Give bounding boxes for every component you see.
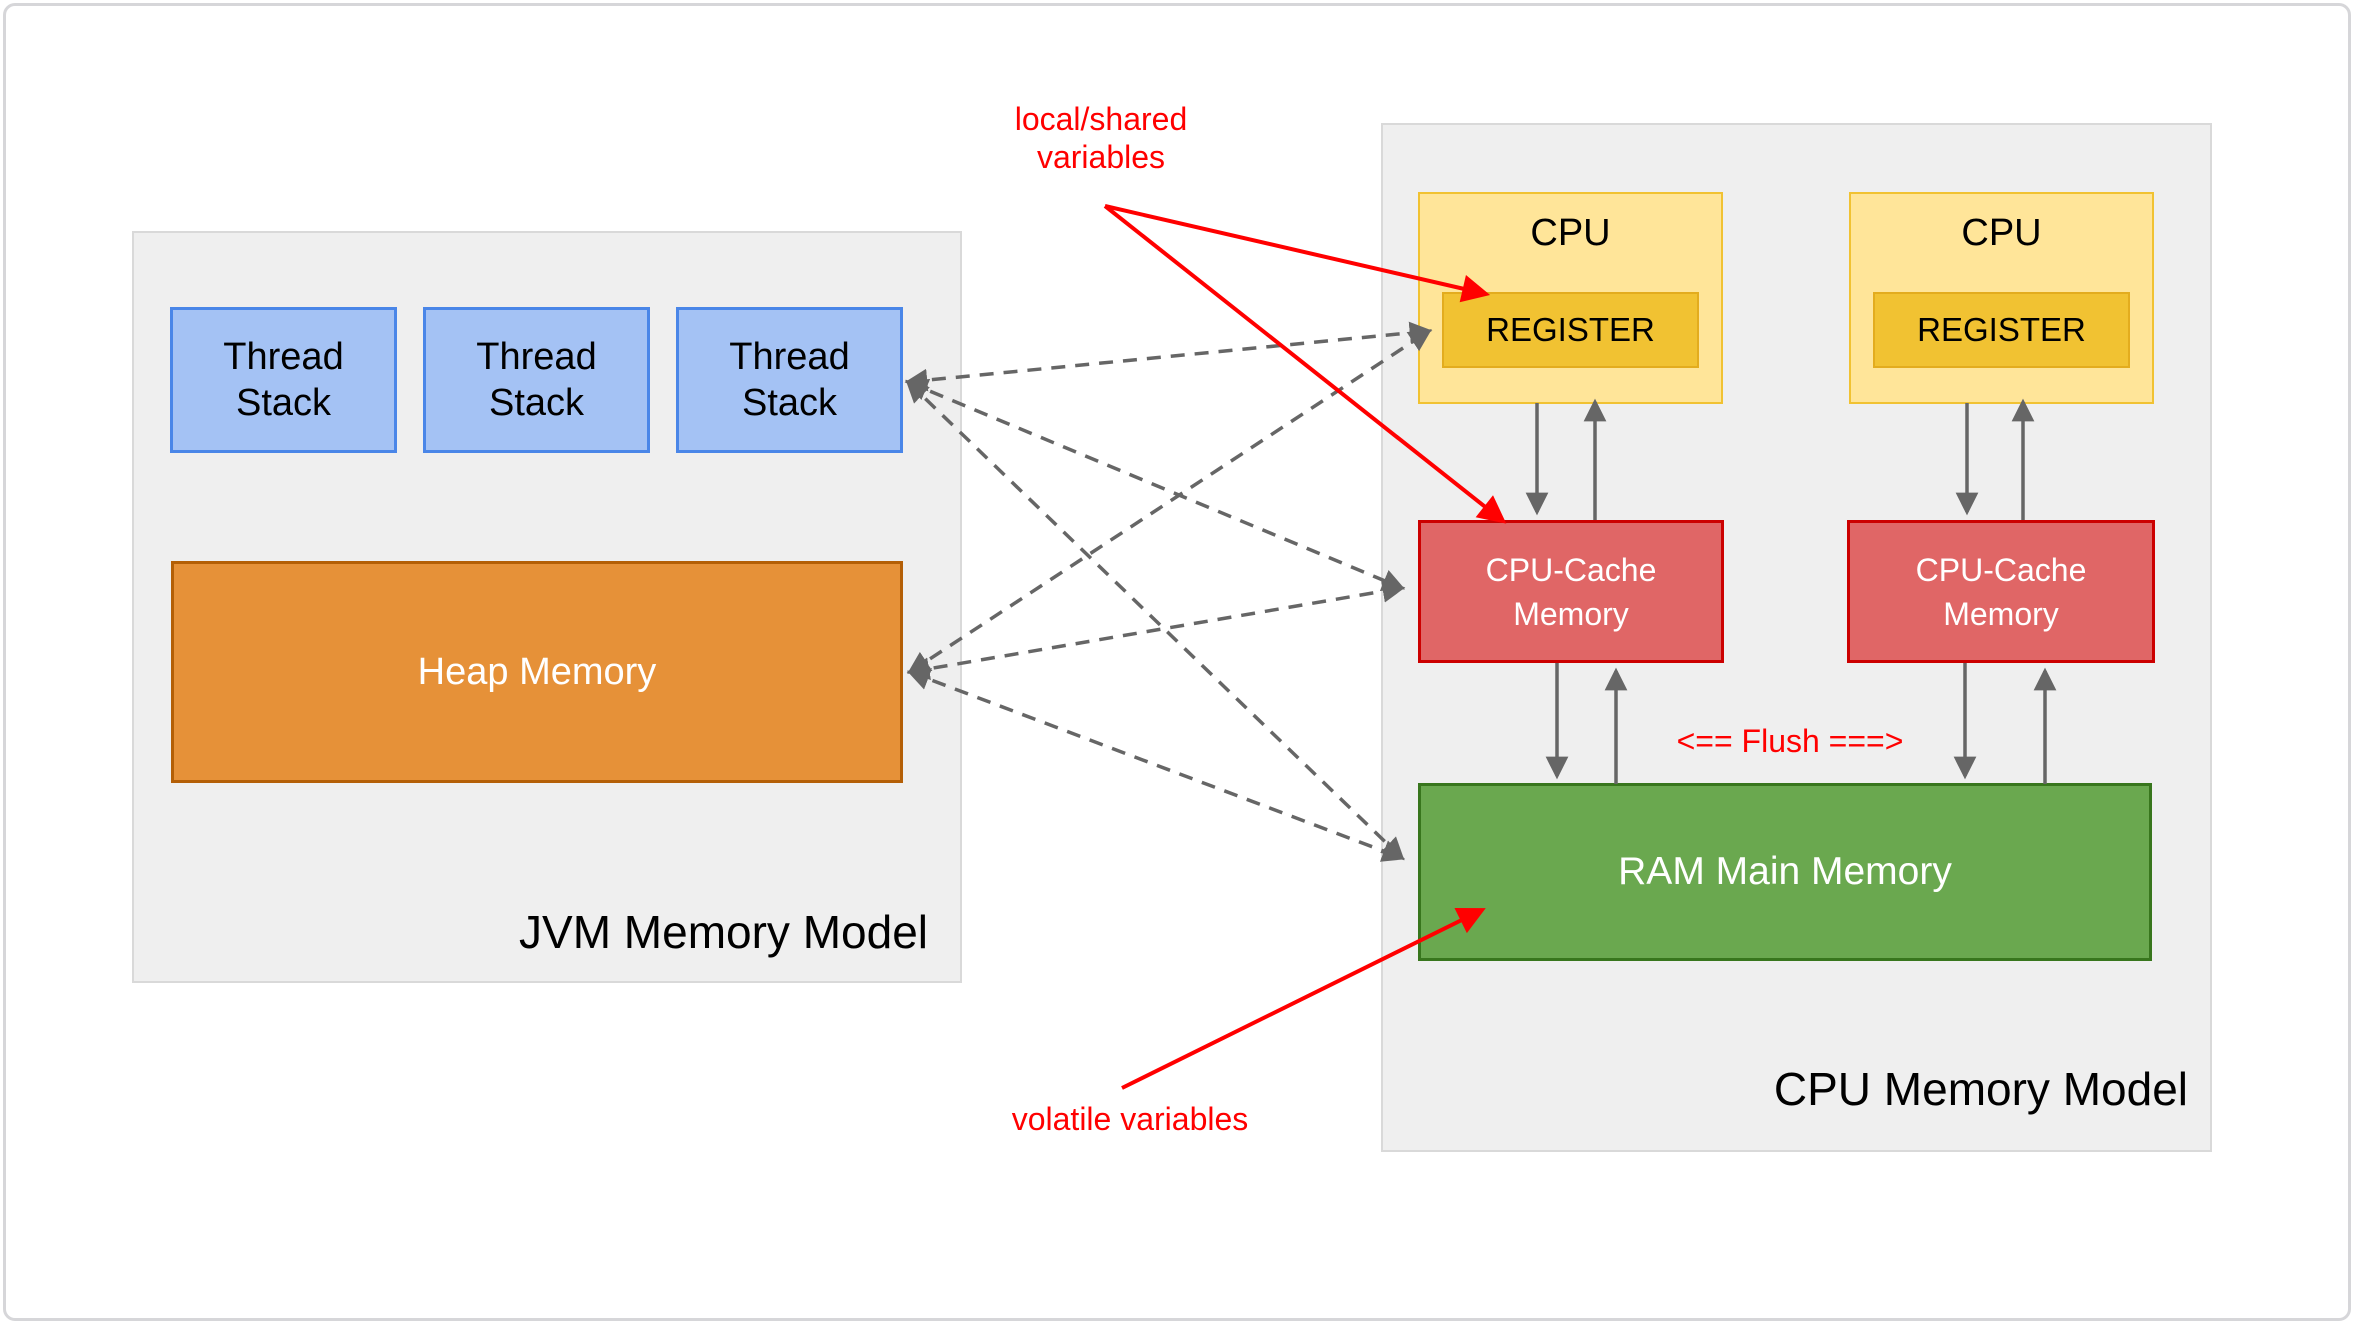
- register-label: REGISTER: [1486, 311, 1655, 348]
- heap-memory-box: Heap Memory: [171, 561, 903, 783]
- cpu-cache-box-2: CPU-Cache Memory: [1847, 520, 2155, 663]
- register-box-1: REGISTER: [1442, 292, 1699, 368]
- thread-stack-box-2: Thread Stack: [423, 307, 650, 453]
- heap-memory-label: Heap Memory: [417, 650, 657, 693]
- cpu-label: CPU: [1530, 212, 1611, 254]
- thread-stack-label: Thread Stack: [729, 336, 850, 424]
- register-box-2: REGISTER: [1873, 292, 2130, 368]
- cpu-box-2: CPU REGISTER: [1849, 192, 2154, 404]
- flush-annotation: <== Flush ===>: [1676, 723, 1904, 759]
- thread-stack-box-1: Thread Stack: [170, 307, 397, 453]
- ram-main-memory-label: RAM Main Memory: [1618, 850, 1952, 893]
- cpu-label: CPU: [1961, 212, 2042, 254]
- ram-main-memory-box: RAM Main Memory: [1418, 783, 2152, 961]
- cpu-cache-label: CPU-Cache Memory: [1915, 551, 2087, 632]
- thread-stack-label: Thread Stack: [223, 336, 344, 424]
- cpu-panel-title: CPU Memory Model: [1773, 1063, 2188, 1115]
- thread-stack-box-3: Thread Stack: [676, 307, 903, 453]
- jvm-panel-title: JVM Memory Model: [519, 906, 928, 958]
- cpu-cache-label: CPU-Cache Memory: [1485, 551, 1657, 632]
- volatile-variables-annotation: volatile variables: [1011, 1101, 1249, 1137]
- cpu-box-1: CPU REGISTER: [1418, 192, 1723, 404]
- register-label: REGISTER: [1917, 311, 2086, 348]
- thread-stack-label: Thread Stack: [476, 336, 597, 424]
- cpu-cache-box-1: CPU-Cache Memory: [1418, 520, 1724, 663]
- local-shared-variables-annotation: local/shared variables: [1014, 101, 1188, 175]
